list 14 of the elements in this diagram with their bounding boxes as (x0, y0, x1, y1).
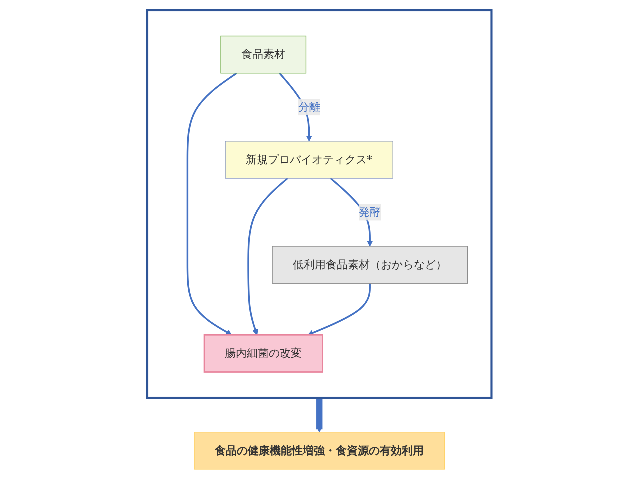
node-box: 食品の健康機能性増強・食資源の有効利用 (194, 432, 446, 470)
node-box: 食品素材 (221, 36, 307, 74)
node-box: 低利用食品素材（おからなど） (272, 246, 468, 284)
arrow (187, 72, 238, 336)
cluster (146, 9, 494, 400)
edge-label: 分離 (298, 100, 321, 114)
arrow (316, 398, 324, 433)
arrow (308, 284, 372, 336)
edge-label: 発酵 (360, 206, 382, 219)
arrow (248, 178, 289, 336)
node-box: 新規プロバイオティクス* (226, 141, 394, 179)
arrow (279, 72, 313, 142)
node-box: 腸内細菌の改変 (204, 334, 324, 373)
arrow (330, 178, 374, 247)
